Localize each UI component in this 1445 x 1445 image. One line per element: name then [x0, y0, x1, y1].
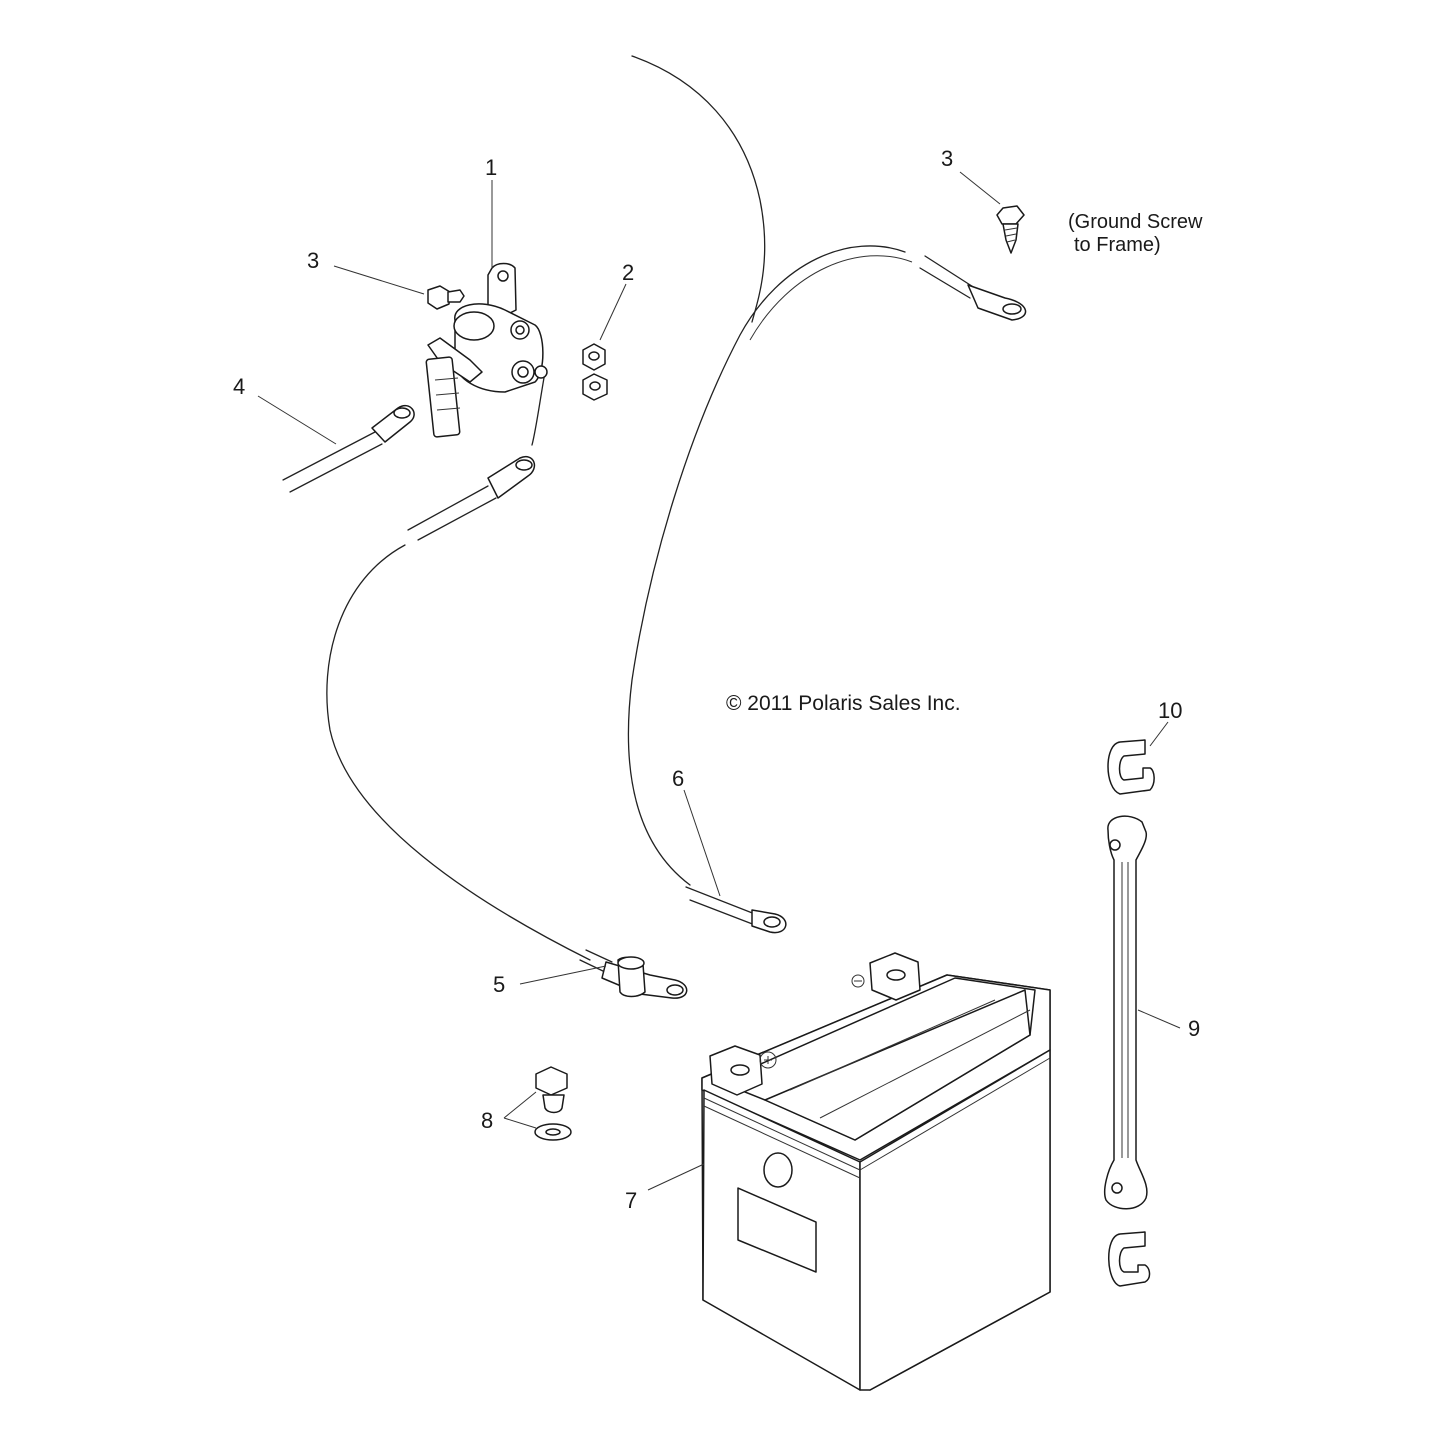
callout-3-left: 3 [307, 248, 319, 273]
clip-lower-part-10 [1108, 1231, 1151, 1287]
callout-9: 9 [1188, 1016, 1200, 1041]
callout-8: 8 [481, 1108, 493, 1133]
note-line-2: to Frame) [1074, 234, 1161, 256]
nut-upper [582, 343, 606, 371]
main-harness-cable [631, 55, 766, 323]
callout-2: 2 [622, 260, 634, 285]
cable-lead-to-solenoid [531, 371, 546, 446]
cable-part-4 [282, 404, 415, 493]
callout-10: 10 [1158, 698, 1182, 723]
leader-10 [1149, 721, 1169, 747]
leader-9 [1137, 1009, 1181, 1029]
battery-part-7 [701, 952, 1051, 1391]
callout-3-right: 3 [941, 146, 953, 171]
leader-7 [647, 1163, 705, 1191]
callout-1: 1 [485, 155, 497, 180]
leader-2 [599, 283, 627, 341]
bolt-and-washer-part-8 [534, 1066, 572, 1141]
hold-down-strap-part-9 [1103, 815, 1148, 1210]
leader-8 [503, 1091, 537, 1129]
leader-6 [683, 789, 721, 897]
ground-lug-part-6 [685, 886, 787, 934]
note-line-1: (Ground Screw [1068, 211, 1203, 233]
ground-screw-right [996, 205, 1025, 254]
ground-cable [627, 245, 906, 886]
leader-5 [519, 965, 607, 985]
cable-lug-center [407, 455, 536, 541]
ground-screw-left [427, 285, 465, 310]
nut-lower [582, 373, 608, 401]
ground-lug-top [919, 255, 1027, 321]
leader-4 [257, 395, 337, 445]
copyright-text: © 2011 Polaris Sales Inc. [726, 692, 961, 715]
callout-5: 5 [493, 972, 505, 997]
battery-positive-cable [326, 544, 591, 961]
leader-3-left [333, 265, 425, 295]
clip-upper-part-10 [1107, 739, 1155, 795]
callout-6: 6 [672, 766, 684, 791]
battery-terminal-part-5 [579, 949, 688, 999]
callout-7: 7 [625, 1188, 637, 1213]
ground-cable-inner [749, 255, 913, 341]
starter-solenoid [425, 262, 548, 438]
callout-4: 4 [233, 374, 245, 399]
leader-3-right [959, 171, 1001, 205]
